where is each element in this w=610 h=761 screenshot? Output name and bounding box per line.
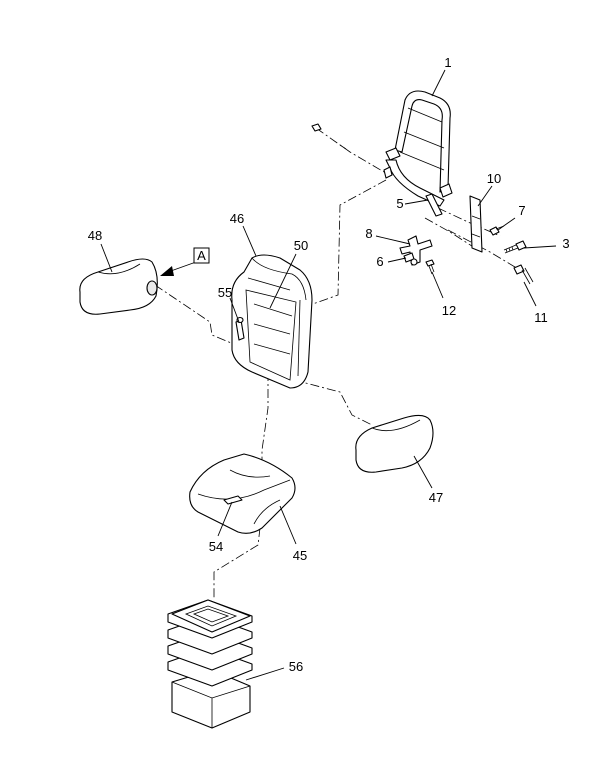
right-armrest — [355, 414, 434, 473]
callout-47: 47 — [429, 490, 443, 505]
seat-back-lever — [235, 316, 245, 341]
bolt-3 — [503, 240, 527, 254]
callout-8: 8 — [365, 226, 372, 241]
callout-labels: 1 5 10 7 3 8 6 12 11 48 46 50 55 47 45 5… — [88, 55, 570, 674]
left-armrest — [79, 258, 158, 315]
assembly-centerlines — [154, 127, 521, 600]
callout-55: 55 — [218, 285, 232, 300]
view-reference-a: A — [160, 247, 210, 276]
callout-11: 11 — [534, 310, 548, 325]
latch-screw — [425, 259, 435, 275]
callout-5: 5 — [396, 196, 403, 211]
callout-6: 6 — [376, 254, 383, 269]
callout-46: 46 — [230, 211, 244, 226]
leader-lines — [100, 69, 557, 681]
callout-7: 7 — [518, 203, 525, 218]
callout-3: 3 — [562, 236, 569, 251]
callout-56: 56 — [289, 659, 303, 674]
backrest-frame — [311, 90, 453, 217]
callout-10: 10 — [487, 171, 501, 186]
callout-12: 12 — [442, 303, 456, 318]
latch-mechanism — [399, 235, 433, 266]
callout-45: 45 — [293, 548, 307, 563]
bolt-11 — [513, 264, 534, 285]
seat-back-cushion — [231, 254, 313, 389]
callout-1: 1 — [444, 55, 451, 70]
view-ref-label: A — [197, 248, 206, 263]
seat-suspension-frames — [167, 599, 253, 729]
mounting-plate — [469, 195, 483, 253]
callout-54: 54 — [209, 539, 223, 554]
bolt-7 — [489, 225, 505, 236]
callout-50: 50 — [294, 238, 308, 253]
callout-48: 48 — [88, 228, 102, 243]
seat-cushion — [189, 453, 296, 534]
